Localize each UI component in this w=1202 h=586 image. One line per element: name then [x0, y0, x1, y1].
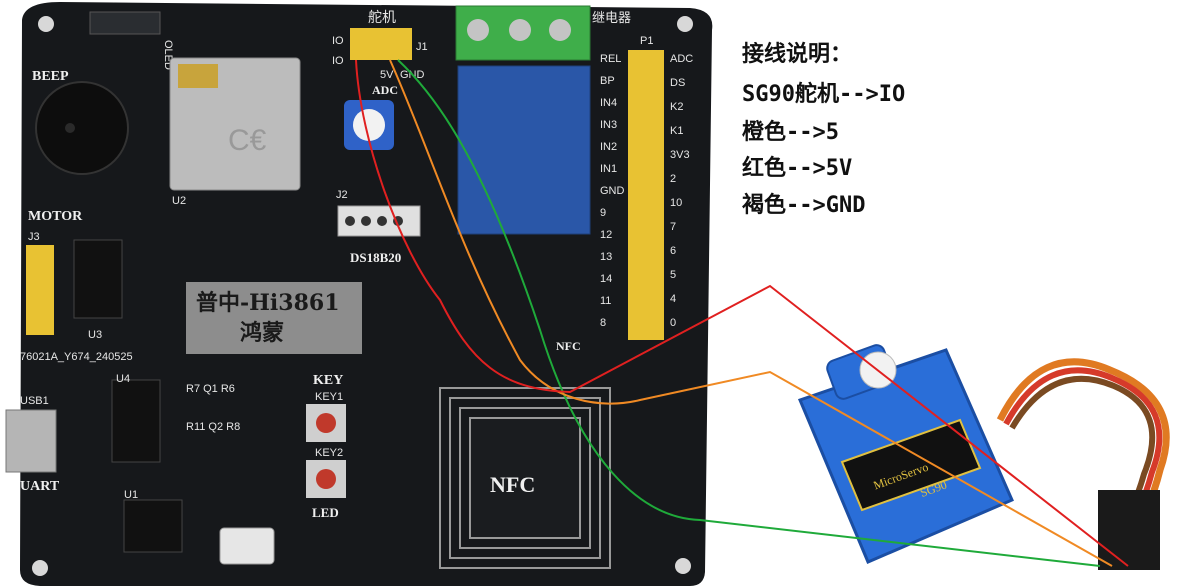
ce-mark: C€ [228, 124, 267, 157]
nfc-antenna [439, 387, 611, 569]
part-u2: U2 [172, 195, 186, 207]
header-left-pin-label: BP [600, 75, 615, 87]
header-left-pin-label: IN3 [600, 119, 617, 131]
socket-pin [377, 216, 387, 226]
motor-label: MOTOR [28, 209, 83, 224]
header-right-pin-label: ADC [670, 53, 693, 65]
header-left-pin-label: 9 [600, 207, 606, 219]
relay-header-label: 继电器 [592, 11, 631, 26]
header-left-pin-label: IN2 [600, 141, 617, 153]
servo-header [350, 28, 412, 60]
header-left-pin-label: GND [600, 185, 625, 197]
wiring-note-red: 红色-->5V [742, 156, 853, 181]
beep-label: BEEP [32, 69, 69, 84]
buzzer-hole [65, 123, 75, 133]
servo-connector [1098, 490, 1160, 570]
terminal-screw [467, 19, 489, 41]
usb-connector [5, 409, 57, 473]
terminal-screw [509, 19, 531, 41]
relay-body [457, 65, 591, 235]
header-right-pin-label: 3V3 [670, 149, 690, 161]
wiring-note-brown: 褐色-->GND [742, 193, 866, 218]
nfc-antenna-label: NFC [490, 472, 535, 497]
header-right-pin-label: 5 [670, 269, 676, 281]
uart-chip [111, 379, 161, 463]
wifi-module-shield [169, 57, 301, 191]
key2-cap [316, 469, 336, 489]
io-pin-label-3: 5V [380, 69, 394, 81]
key-label: KEY [313, 373, 343, 388]
j1-label: J1 [416, 41, 428, 53]
led-label: LED [312, 505, 339, 520]
mount-hole [38, 16, 54, 32]
header-right-pin-label: 6 [670, 245, 676, 257]
header-right-pin-label: 4 [670, 293, 676, 305]
header-left-pin-label: 11 [600, 295, 611, 307]
header-right-pin-label: K2 [670, 101, 683, 113]
header-left-pin-label: 13 [600, 251, 612, 263]
oled-header [89, 11, 161, 35]
p1-label: P1 [640, 35, 653, 47]
mount-hole [677, 16, 693, 32]
header-left-pin-label: REL [600, 53, 621, 65]
wiring-note-orange: 橙色-->5 [742, 120, 839, 145]
nfc-tag-label: NFC [556, 339, 581, 353]
j3-label: J3 [28, 231, 40, 243]
header-left-pin-label: 14 [600, 273, 612, 285]
board-code: 76021A_Y674_240525 [20, 351, 133, 363]
part-r7: R7 Q1 R6 [186, 383, 235, 395]
header-right-pin-label: DS [670, 77, 685, 89]
potentiometer-knob [353, 109, 385, 141]
uart-label: UART [20, 479, 60, 494]
gpio-header [628, 50, 664, 340]
socket-pin [361, 216, 371, 226]
header-left-pin-label: 8 [600, 317, 606, 329]
buzzer [35, 81, 129, 175]
power-wire-line [355, 59, 1129, 567]
part-u3: U3 [88, 329, 102, 341]
header-right-pin-label: 0 [670, 317, 676, 329]
io-pin-label-1: IO [332, 35, 344, 47]
reset-button [219, 527, 275, 565]
part-r11: R11 Q2 R8 [186, 421, 240, 433]
key1-cap [316, 413, 336, 433]
j2-label: J2 [336, 189, 348, 201]
sg90-servo: MicroServo SG90 [797, 344, 1014, 564]
motor-driver-chip [73, 239, 123, 319]
header-right-pin-label: 10 [670, 197, 682, 209]
part-u1: U1 [124, 489, 138, 501]
header-left-pin-label: 12 [600, 229, 612, 241]
signal-wire-line [389, 59, 1113, 567]
header-right-pin-label: 2 [670, 173, 676, 185]
header-left-pin-label: IN1 [600, 163, 617, 175]
header-right-pin-label: K1 [670, 125, 683, 137]
mount-hole [675, 558, 691, 574]
mount-hole [32, 560, 48, 576]
usb-label: USB1 [20, 395, 49, 407]
header-left-pin-label: IN4 [600, 97, 617, 109]
key1-label: KEY1 [315, 391, 343, 403]
motor-header [26, 245, 54, 335]
wiring-notes-title: 接线说明： [742, 42, 853, 67]
silk-title-line2: 鸿蒙 [240, 320, 284, 346]
silk-title-line1: 普中-Hi3861 [196, 290, 340, 316]
antenna-connector [178, 64, 218, 88]
ds18b20-label: DS18B20 [350, 250, 401, 265]
adc-label: ADC [372, 83, 398, 97]
header-right-pin-label: 7 [670, 221, 676, 233]
part-u4: U4 [116, 373, 130, 385]
silk-title-plate [186, 282, 362, 354]
socket-pin [345, 216, 355, 226]
wiring-note-servo: SG90舵机-->IO [742, 82, 906, 107]
ground-wire-line [397, 59, 1101, 567]
voltage-regulator [123, 499, 183, 553]
io-pin-label-2: IO [332, 55, 344, 67]
terminal-screw [549, 19, 571, 41]
servo-header-label: 舵机 [368, 10, 396, 26]
key2-label: KEY2 [315, 447, 343, 459]
